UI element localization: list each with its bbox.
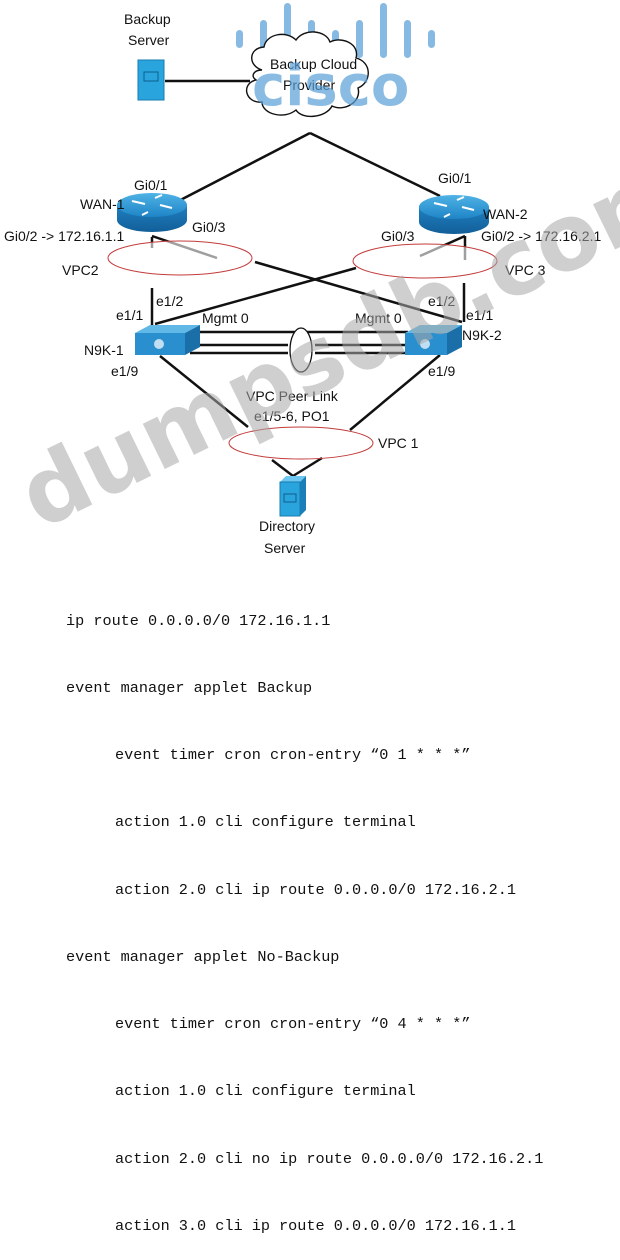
- vpc2-ellipse: [107, 240, 253, 276]
- directory-server-label-1: Directory: [259, 518, 315, 534]
- cloud-label-1: Backup Cloud: [270, 56, 357, 72]
- cloud-icon: [245, 31, 369, 117]
- n9k2-e11-label: e1/1: [466, 307, 493, 323]
- backup-server-label-2: Server: [128, 32, 170, 48]
- config-line: action 2.0 cli no ip route 0.0.0.0/0 172…: [115, 1149, 544, 1168]
- n9k1-e12-label: e1/2: [156, 293, 183, 309]
- n9k2-mgmt-label: Mgmt 0: [355, 310, 402, 326]
- cloud-label-2: Provider: [283, 77, 335, 93]
- link-cloud-wan2: [309, 131, 441, 198]
- wan1-router-icon: [117, 193, 187, 232]
- wan2-gi01-label: Gi0/1: [438, 170, 472, 186]
- network-diagram: Backup Server Backup Cloud Provider Gi0/…: [3, 3, 620, 556]
- n9k2-label: N9K-2: [462, 327, 502, 343]
- directory-server-label-2: Server: [264, 540, 306, 556]
- link-cloud-wan1: [164, 131, 311, 210]
- wan1-gi01-label: Gi0/1: [134, 177, 168, 193]
- config-line: event manager applet Backup: [66, 679, 313, 698]
- config-line: action 2.0 cli ip route 0.0.0.0/0 172.16…: [115, 880, 517, 899]
- n9k1-e11-label: e1/1: [116, 307, 143, 323]
- config-line: event manager applet No-Backup: [66, 947, 340, 966]
- config-line: event timer cron cron-entry “0 1 * * *”: [115, 746, 471, 765]
- config-line: action 1.0 cli configure terminal: [115, 1082, 416, 1101]
- link-vpc1-dir-r: [292, 456, 323, 478]
- vpc1-label: VPC 1: [378, 435, 419, 451]
- cisco-wordmark-watermark: cisco: [252, 54, 409, 119]
- wan1-label: WAN-1: [80, 196, 125, 212]
- link-n9k1-vpc1: [159, 355, 249, 428]
- backup-server-label-1: Backup: [124, 11, 171, 27]
- links: [150, 79, 467, 478]
- config-line: action 3.0 cli ip route 0.0.0.0/0 172.16…: [115, 1216, 517, 1235]
- n9k1-e19-label: e1/9: [111, 363, 138, 379]
- wan1-gi02-label: Gi0/2 -> 172.16.1.1: [4, 228, 124, 244]
- wan1-gi03-label: Gi0/3: [192, 219, 226, 235]
- eem-config-block: ip route 0.0.0.0/0 172.16.1.1 event mana…: [66, 565, 543, 1260]
- n9k1-mgmt-label: Mgmt 0: [202, 310, 249, 326]
- directory-server-icon: [279, 476, 306, 517]
- wan2-gi03-label: Gi0/3: [381, 228, 415, 244]
- n9k2-e12-label: e1/2: [428, 293, 455, 309]
- link-cross-2: [154, 266, 357, 326]
- link-vpc1-dir-l: [271, 459, 294, 477]
- peer-link-label-1: VPC Peer Link: [246, 388, 339, 404]
- vpc3-label: VPC 3: [505, 262, 546, 278]
- wan2-gi02-label: Gi0/2 -> 172.16.2.1: [481, 228, 601, 244]
- link-n9k2-vpc1: [349, 354, 441, 431]
- n9k2-e19-label: e1/9: [428, 363, 455, 379]
- peer-link-ellipse: [289, 327, 313, 373]
- link-cross-1: [254, 260, 463, 324]
- n9k1-switch-icon: [135, 325, 200, 355]
- config-line: event timer cron cron-entry “0 4 * * *”: [115, 1015, 471, 1034]
- wan2-label: WAN-2: [483, 206, 528, 222]
- vpc3-ellipse: [352, 243, 498, 279]
- config-line: action 1.0 cli configure terminal: [115, 813, 416, 832]
- n9k2-switch-icon: [405, 325, 462, 355]
- wan2-router-icon: [419, 195, 489, 234]
- config-line: ip route 0.0.0.0/0 172.16.1.1: [66, 611, 331, 630]
- n9k1-label: N9K-1: [84, 342, 124, 358]
- backup-server-icon: [137, 59, 165, 101]
- vpc2-label: VPC2: [62, 262, 99, 278]
- vpc1-ellipse: [228, 426, 374, 460]
- peer-link-label-2: e1/5-6, PO1: [254, 408, 330, 424]
